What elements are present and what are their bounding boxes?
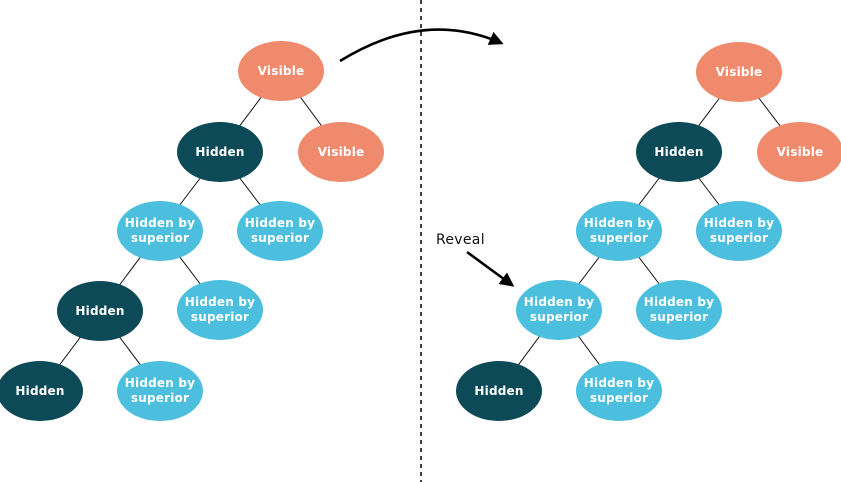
- left-node-root: Visible: [238, 41, 324, 101]
- right-node-hidden-l4: Hidden: [456, 361, 542, 421]
- reveal-annotation-label: Reveal: [436, 232, 485, 248]
- right-node-hbs-l2-a: Hidden by superior: [576, 201, 662, 261]
- left-node-hbs-l2-b: Hidden by superior: [237, 201, 323, 261]
- right-node-hbs-l3: Hidden by superior: [636, 280, 722, 340]
- left-node-visible-l1: Visible: [298, 122, 384, 182]
- left-node-hbs-l4: Hidden by superior: [117, 361, 203, 421]
- left-node-hidden-l1: Hidden: [177, 122, 263, 182]
- left-node-hidden-l3: Hidden: [57, 281, 143, 341]
- reveal-arrow: [466, 250, 515, 287]
- right-node-hidden-l1: Hidden: [636, 122, 722, 182]
- left-node-hbs-l2-a: Hidden by superior: [117, 201, 203, 261]
- right-node-hbs-l2-b: Hidden by superior: [696, 201, 782, 261]
- right-node-hbs-l4: Hidden by superior: [576, 361, 662, 421]
- right-node-visible-l1: Visible: [757, 122, 841, 182]
- left-node-hbs-l3: Hidden by superior: [177, 280, 263, 340]
- left-node-hidden-l4: Hidden: [0, 361, 83, 421]
- right-node-revealed-l3: Hidden by superior: [516, 280, 602, 340]
- right-node-root: Visible: [696, 42, 782, 102]
- transition-arrow: [339, 28, 504, 63]
